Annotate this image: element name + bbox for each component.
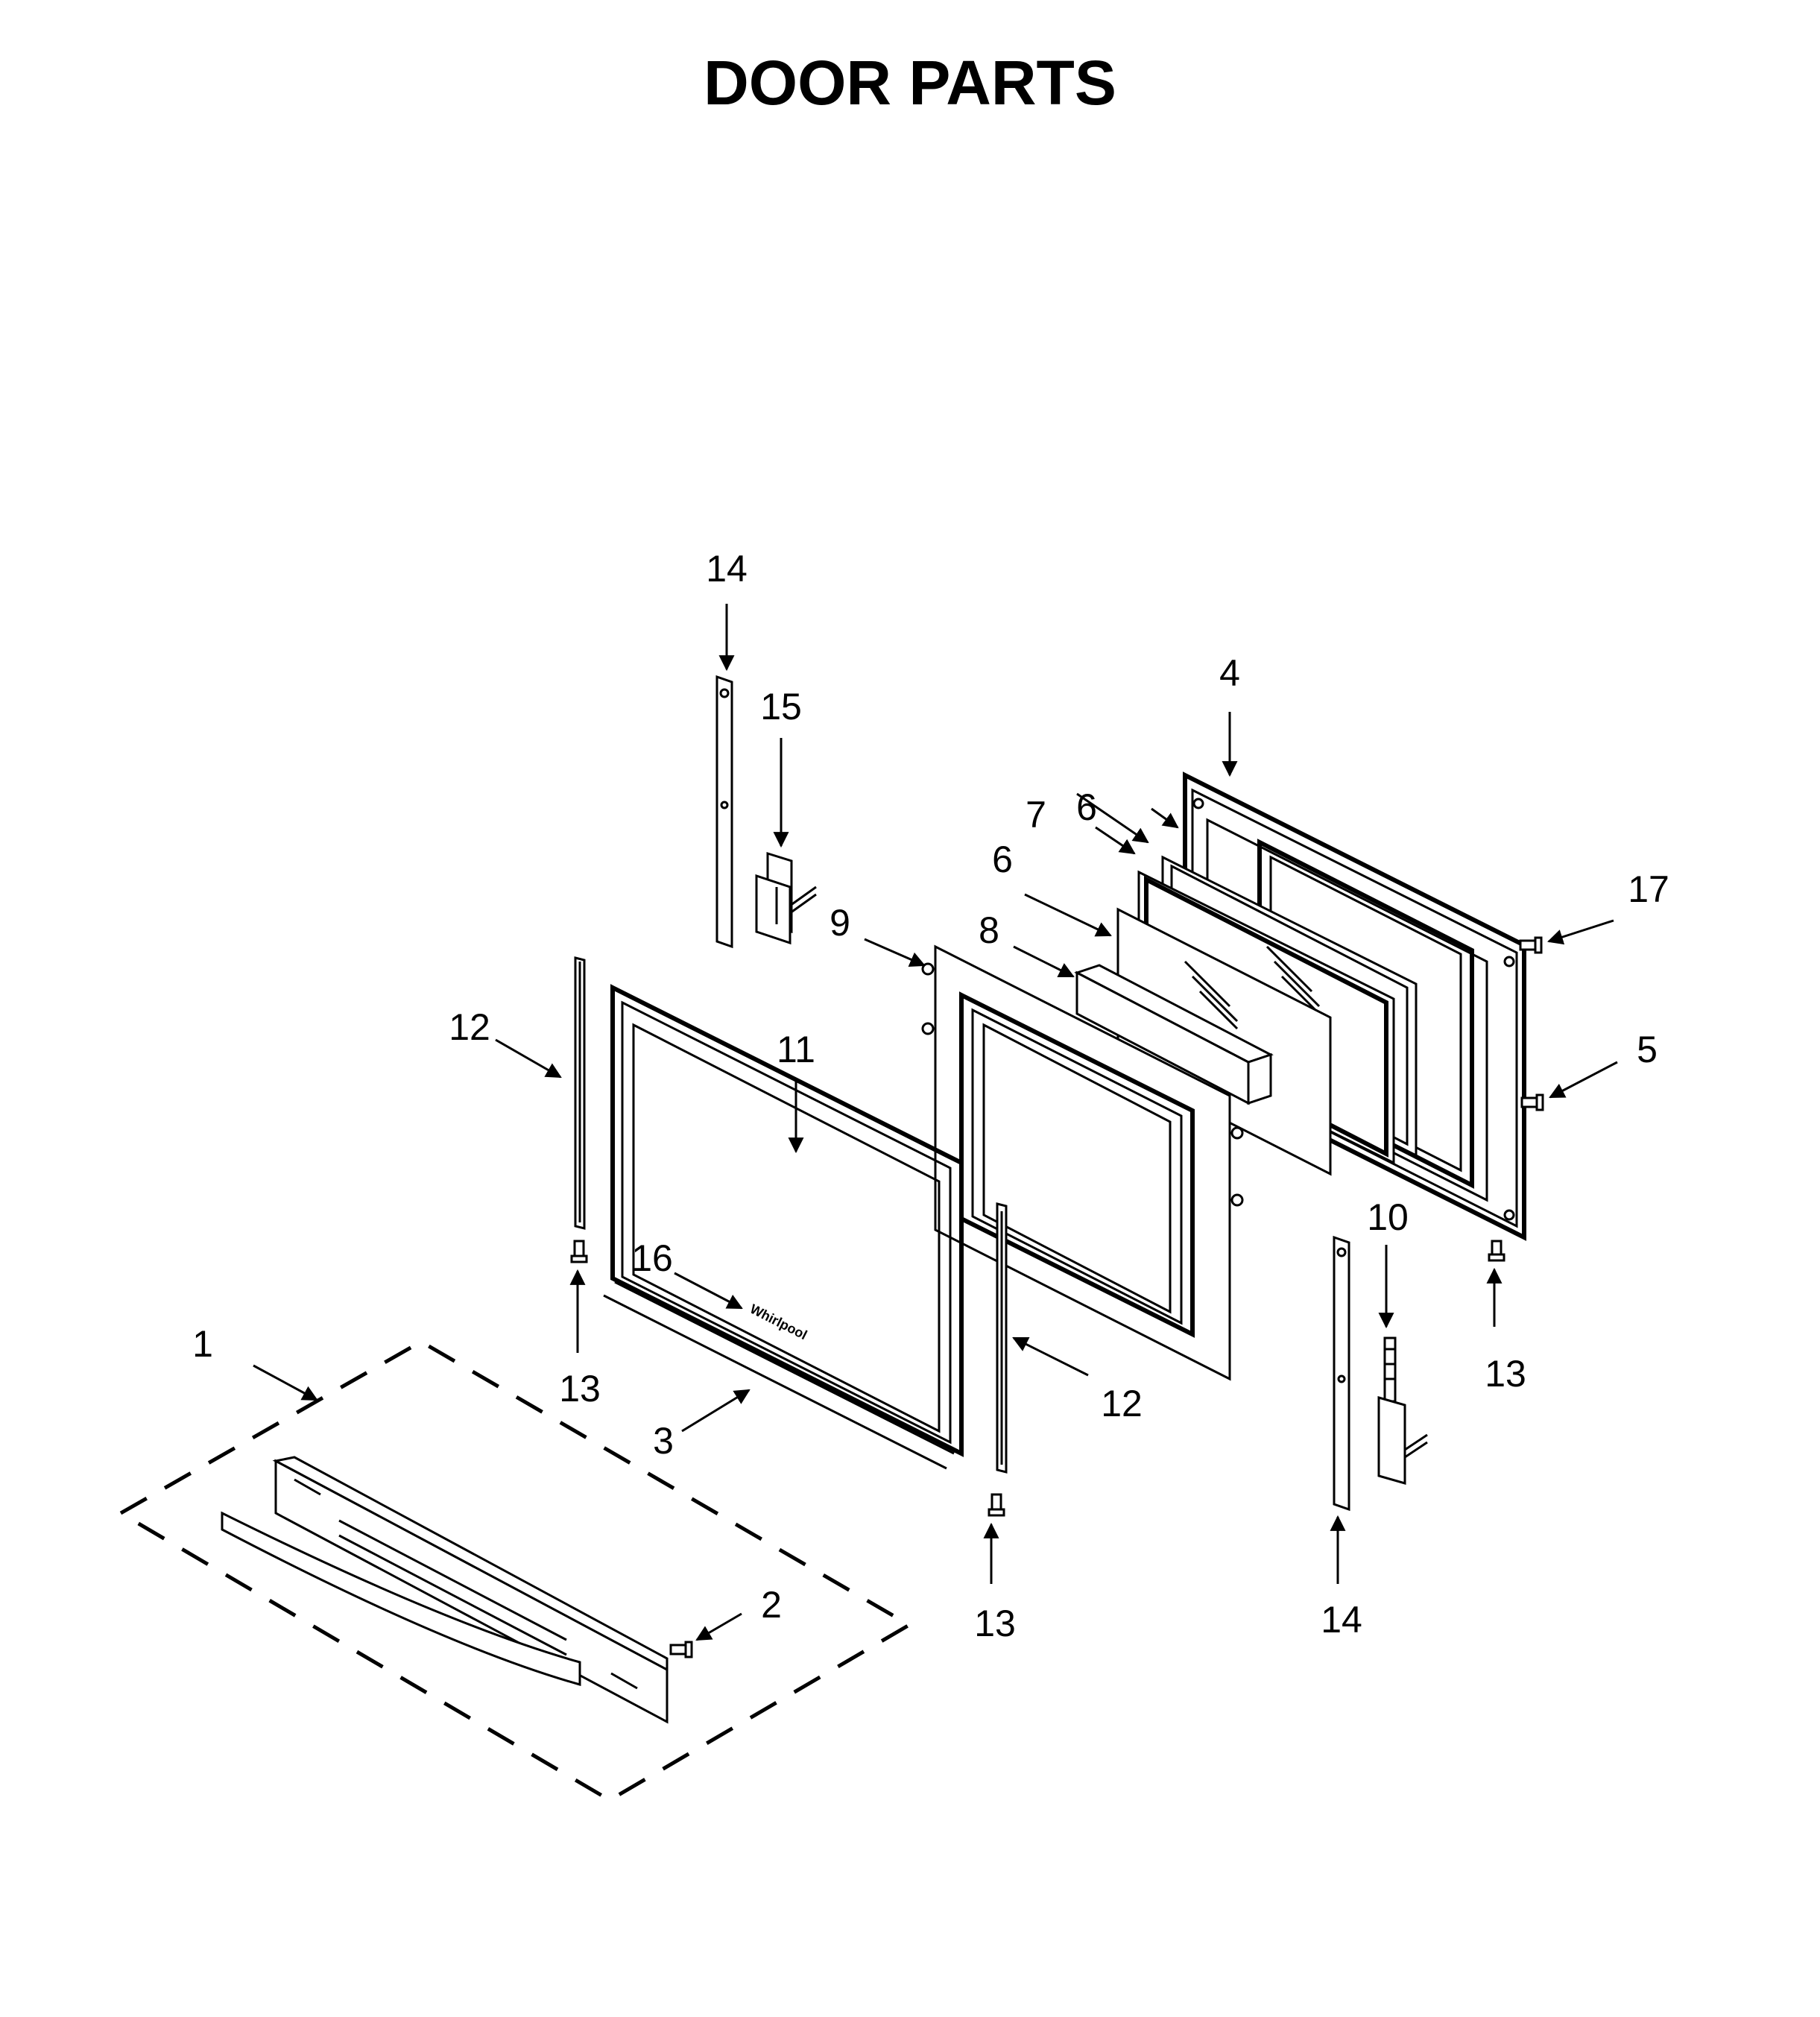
part-16-logo-badge: Whirlpool	[748, 1301, 809, 1342]
part-13-screw-right	[1488, 1240, 1505, 1262]
callout-6-lower: 6	[992, 839, 1013, 880]
part-13-screw-left	[570, 1240, 588, 1263]
callout-14-lower: 14	[1321, 1599, 1362, 1641]
part-14-hinge-receptacle-upper	[715, 675, 733, 949]
callout-12-right: 12	[1101, 1383, 1143, 1424]
callout-13-left: 13	[559, 1368, 601, 1410]
part-12-side-trim-left	[574, 956, 586, 1230]
callout-9: 9	[830, 902, 850, 944]
callout-11: 11	[777, 1029, 815, 1070]
callout-1: 1	[192, 1323, 213, 1365]
part-5-screw	[1520, 1093, 1544, 1111]
callout-2: 2	[761, 1584, 782, 1626]
part-12-side-trim-right	[996, 1202, 1008, 1474]
callout-10: 10	[1367, 1196, 1409, 1238]
logo-text: Whirlpool	[748, 1301, 809, 1342]
part-13-screw-center	[988, 1493, 1005, 1517]
part-9-door-liner	[921, 944, 1244, 1381]
callout-15: 15	[760, 686, 802, 727]
callout-6-upper: 6	[1076, 786, 1097, 828]
callout-13-right: 13	[1485, 1353, 1526, 1395]
callout-16: 16	[631, 1237, 673, 1279]
callout-13-center: 13	[974, 1603, 1016, 1644]
diagram-title: DOOR PARTS	[704, 48, 1116, 118]
callout-7: 7	[1026, 794, 1046, 836]
callout-14-upper: 14	[706, 548, 748, 590]
callout-12-left: 12	[449, 1006, 490, 1048]
part-8-insulation	[1074, 964, 1274, 1105]
part-10-hinge-lower	[1377, 1336, 1428, 1485]
callout-8: 8	[979, 909, 999, 951]
leader-lines	[253, 604, 1618, 1641]
callout-5: 5	[1637, 1029, 1658, 1070]
callout-labels: 14 15 4 7 6 6 9 8 11 12 17 5 10 16 13 12…	[192, 548, 1669, 1644]
part-1-handle-assembly	[117, 1339, 913, 1802]
part-15-hinge-upper	[755, 851, 817, 945]
callout-3: 3	[653, 1420, 674, 1462]
part-14-hinge-receptacle-lower	[1333, 1235, 1350, 1512]
part-2-screw	[669, 1641, 693, 1658]
part-17-screw	[1519, 936, 1543, 954]
callout-17: 17	[1628, 868, 1669, 910]
part-11-outer-door-glass	[603, 984, 964, 1470]
callout-4: 4	[1219, 652, 1240, 694]
